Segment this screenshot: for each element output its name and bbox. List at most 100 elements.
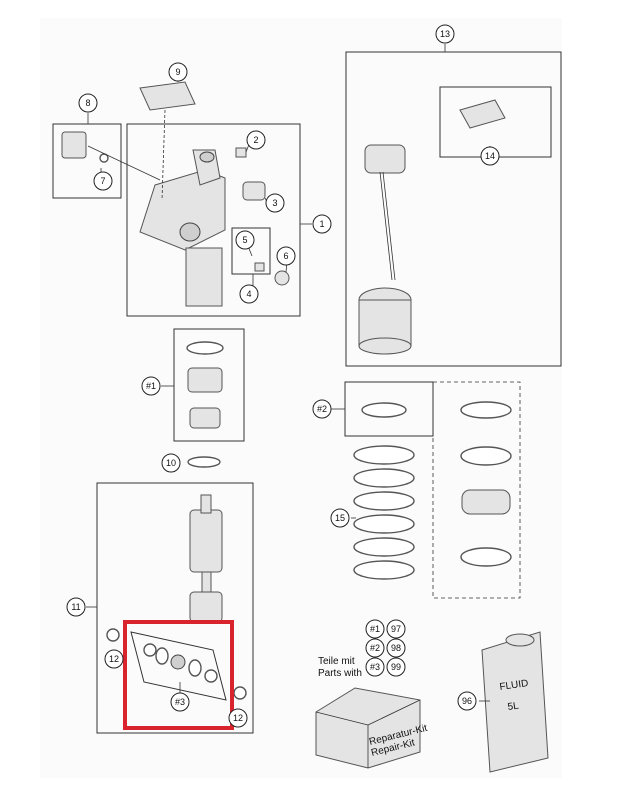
kit-2-dashed-frame xyxy=(433,381,521,599)
eye-hole xyxy=(199,151,215,163)
svg-text:1: 1 xyxy=(319,219,324,229)
svg-text:99: 99 xyxy=(391,662,401,672)
body-lower-cylinder xyxy=(185,247,223,307)
callout-7[interactable]: 7 xyxy=(93,171,113,191)
kit-1-bushing xyxy=(189,407,221,429)
svg-text:#1: #1 xyxy=(370,624,380,634)
svg-text:5: 5 xyxy=(242,235,247,245)
svg-text:10: 10 xyxy=(166,458,176,468)
callout-1[interactable]: 1 xyxy=(312,214,332,234)
legend-kit-3[interactable]: #3 xyxy=(365,657,385,677)
group-11-damper-rod xyxy=(96,482,254,734)
callout-9[interactable]: 9 xyxy=(168,62,188,82)
kit-3-washer-2 xyxy=(204,669,218,683)
part-9-sticker xyxy=(139,81,196,111)
svg-text:97: 97 xyxy=(391,624,401,634)
svg-text:15: 15 xyxy=(335,513,345,523)
kit-2-spring xyxy=(344,381,521,599)
callout-14[interactable]: 14 xyxy=(480,146,500,166)
part-6-cap xyxy=(274,270,290,286)
rod-clevis xyxy=(189,591,223,623)
kit-3-seal-2 xyxy=(188,659,202,677)
rod-shaft xyxy=(201,571,212,593)
legend-kit-2[interactable]: #2 xyxy=(365,638,385,658)
svg-text:#3: #3 xyxy=(175,697,185,707)
svg-text:6: 6 xyxy=(283,251,288,261)
svg-text:12: 12 xyxy=(233,713,243,723)
svg-text:#1: #1 xyxy=(146,381,156,391)
kit-1-ring-top xyxy=(186,341,224,355)
svg-text:96: 96 xyxy=(462,696,472,706)
group-1-frame xyxy=(126,123,301,317)
callouts: 1 2 3 5 6 4 8 7 9 13 14 #1 10 #2 15 11 1… xyxy=(66,24,500,728)
svg-text:9: 9 xyxy=(175,67,180,77)
callout-6[interactable]: 6 xyxy=(276,246,296,266)
callout-kit-3-part[interactable]: #3 xyxy=(170,692,190,712)
fluid-can xyxy=(481,631,549,773)
callout-2[interactable]: 2 xyxy=(246,130,266,150)
kit-3-bearing-parts xyxy=(123,620,234,730)
piston-stack xyxy=(189,509,223,573)
parts-with-label-de: Teile mit xyxy=(318,656,355,667)
legend-kit-1[interactable]: #1 xyxy=(365,619,385,639)
svg-text:14: 14 xyxy=(485,151,495,161)
legend-part-99[interactable]: 99 xyxy=(386,657,406,677)
kit-1-seals xyxy=(173,328,245,442)
callout-11[interactable]: 11 xyxy=(66,597,86,617)
kit-3-seal-1 xyxy=(155,647,169,665)
fluid-can-label: FLUID xyxy=(499,678,529,693)
callout-8[interactable]: 8 xyxy=(78,93,98,113)
legend-part-97[interactable]: 97 xyxy=(386,619,406,639)
group-5-frame xyxy=(231,227,271,275)
kit-2-collar xyxy=(461,489,511,515)
group-13-frame xyxy=(345,51,562,367)
spring-seat xyxy=(361,402,407,418)
group-11-frame xyxy=(96,482,254,734)
kit-3-washer-1 xyxy=(143,643,157,657)
highlight-box xyxy=(123,620,234,730)
kit-1-seal-head xyxy=(187,367,223,393)
kit-2-split-ring xyxy=(460,547,512,567)
callout-15[interactable]: 15 xyxy=(330,508,350,528)
kit-2-ring-1 xyxy=(460,401,512,419)
part-14-knob xyxy=(459,99,506,129)
part-12-ring-left xyxy=(106,628,120,642)
svg-text:3: 3 xyxy=(272,198,277,208)
adjuster-head xyxy=(364,144,406,174)
svg-text:4: 4 xyxy=(246,289,251,299)
svg-text:#2: #2 xyxy=(370,643,380,653)
callout-12-left[interactable]: 12 xyxy=(104,649,124,669)
svg-text:7: 7 xyxy=(100,176,105,186)
kit-2-ring-2 xyxy=(460,446,512,466)
callout-3[interactable]: 3 xyxy=(265,193,285,213)
part-4-nipple xyxy=(254,262,265,272)
body-port xyxy=(179,222,201,242)
svg-text:13: 13 xyxy=(440,29,450,39)
callout-4[interactable]: 4 xyxy=(239,284,259,304)
parts-with-label-en: Parts with xyxy=(318,668,362,679)
svg-text:8: 8 xyxy=(85,98,90,108)
part-15-spring xyxy=(353,445,415,580)
callout-96[interactable]: 96 xyxy=(457,691,477,711)
group-8-frame xyxy=(52,123,122,199)
callout-5[interactable]: 5 xyxy=(235,230,255,250)
kit-1-frame xyxy=(173,328,245,442)
kit-3-frame xyxy=(130,631,227,701)
callout-10[interactable]: 10 xyxy=(161,453,181,473)
svg-text:12: 12 xyxy=(109,654,119,664)
callout-kit-2[interactable]: #2 xyxy=(312,399,332,419)
callout-13[interactable]: 13 xyxy=(435,24,455,44)
part-3-bushing xyxy=(242,181,266,201)
repair-kit-box xyxy=(315,687,421,769)
fluid-can-volume: 5L xyxy=(507,700,520,713)
fluid-can-cap xyxy=(505,633,535,647)
callout-12-right[interactable]: 12 xyxy=(228,708,248,728)
kit-3-bearing xyxy=(170,654,186,670)
part-10-ring xyxy=(187,456,221,468)
group-1-shock-body xyxy=(52,81,301,317)
legend-part-98[interactable]: 98 xyxy=(386,638,406,658)
callout-kit-1[interactable]: #1 xyxy=(141,376,161,396)
part-12-ring-right xyxy=(233,686,247,700)
group-13-remote xyxy=(345,51,562,367)
